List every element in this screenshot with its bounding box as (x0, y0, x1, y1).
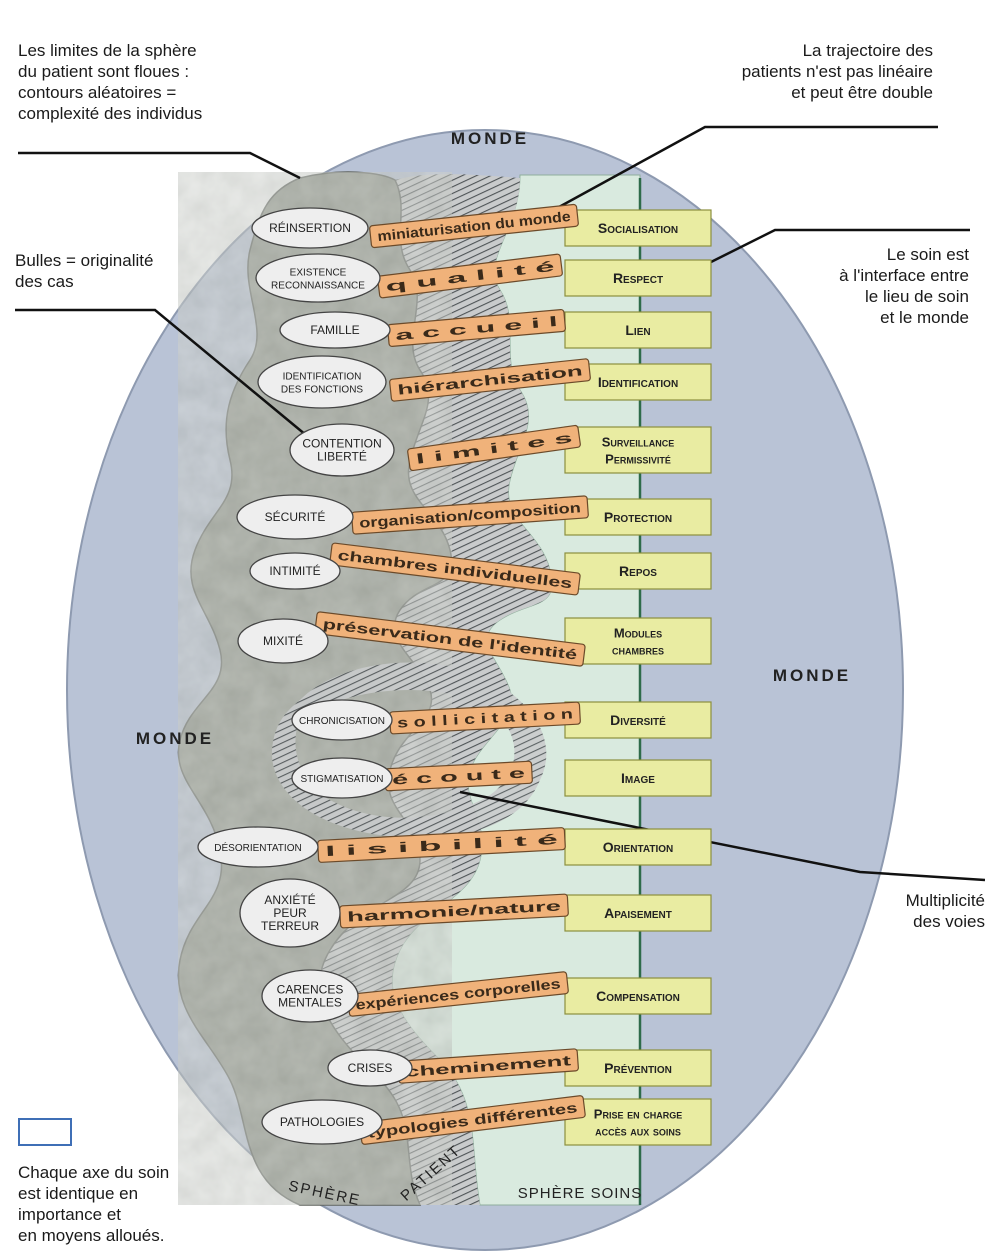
care-box-label: Orientation (603, 839, 674, 855)
care-box-label: Permissivité (605, 452, 671, 467)
patient-bubble-label: EXISTENCE (290, 268, 347, 279)
patient-bubble-label: PEUR (273, 906, 307, 920)
care-box-label: Prise en charge (594, 1107, 682, 1122)
patient-bubble-label: SÉCURITÉ (265, 509, 326, 524)
legend-swatch (18, 1118, 72, 1146)
annotation-multiplicity: Multiplicité des voies (906, 890, 985, 932)
patient-bubble-label: TERREUR (261, 919, 319, 933)
care-box-label: chambres (612, 643, 664, 658)
care-sphere-label: SPHÈRE SOINS (518, 1185, 643, 1202)
annotation-bubbles: Bulles = originalité des cas (15, 250, 153, 292)
care-box-label: Apaisement (604, 905, 672, 921)
patient-bubble-label: LIBERTÉ (317, 449, 367, 464)
care-box-label: Lien (625, 322, 650, 338)
care-box-label: Compensation (596, 988, 680, 1004)
patient-bubble-label: FAMILLE (310, 323, 359, 337)
care-box-label: Identification (598, 374, 678, 390)
care-box-label: Repos (619, 563, 657, 579)
world-label-top: MONDE (451, 129, 529, 148)
patient-bubble-label: CRISES (348, 1061, 393, 1075)
patient-bubble-label: MENTALES (278, 996, 342, 1010)
care-box-label: Image (621, 770, 655, 786)
care-box-label: Prévention (604, 1060, 672, 1076)
patient-bubble-label: CONTENTION (302, 437, 381, 451)
care-box-label: Respect (613, 270, 663, 286)
care-box-label: Socialisation (598, 220, 678, 236)
care-box-label: accès aux soins (595, 1124, 681, 1139)
annotation-interface: Le soin est à l'interface entre le lieu … (839, 244, 969, 328)
patient-bubble-label: CARENCES (277, 983, 344, 997)
care-box-label: Modules (614, 626, 662, 641)
patient-bubble-label: ANXIÉTÉ (264, 892, 315, 907)
legend-text: Chaque axe du soin est identique en impo… (18, 1162, 169, 1246)
world-label-right: MONDE (773, 666, 851, 685)
annotation-trajectory: La trajectoire des patients n'est pas li… (742, 40, 933, 103)
patient-bubble-label: MIXITÉ (263, 633, 303, 648)
care-box-label: Surveillance (602, 435, 675, 450)
patient-bubble-label: DÉSORIENTATION (214, 841, 301, 854)
care-box-label: Protection (604, 509, 672, 525)
patient-bubble-label: CHRONICISATION (299, 716, 385, 727)
annotation-patient-limits: Les limites de la sphère du patient sont… (18, 40, 202, 124)
patient-bubble-label: RÉINSERTION (269, 220, 351, 235)
patient-bubble-label: DES FONCTIONS (281, 385, 364, 396)
world-label-left: MONDE (136, 729, 214, 748)
leader-patient-limits (18, 153, 300, 178)
patient-bubble-label: PATHOLOGIES (280, 1115, 364, 1129)
patient-bubble-label: RECONNAISSANCE (271, 281, 365, 292)
patient-bubble-label: IDENTIFICATION (283, 372, 362, 383)
patient-bubble-label: INTIMITÉ (269, 563, 320, 578)
patient-bubble-label: STIGMATISATION (301, 774, 384, 785)
care-box-label: Diversité (610, 712, 666, 728)
